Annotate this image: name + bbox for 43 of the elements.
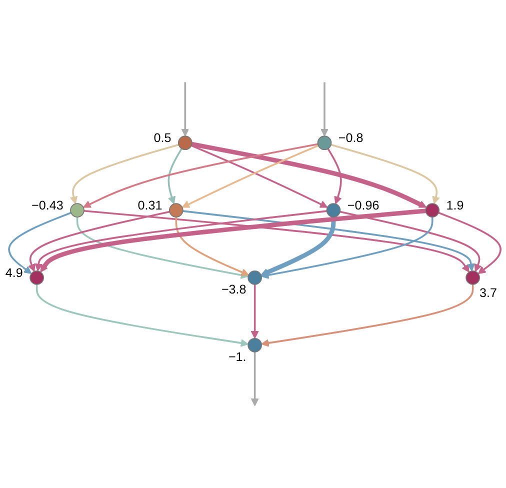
arrow <box>250 352 259 406</box>
arrow <box>168 148 182 204</box>
arrow <box>84 210 470 272</box>
arrow <box>330 144 440 204</box>
arrow <box>34 210 327 272</box>
arrow <box>40 208 426 272</box>
value-label: 0.5 <box>154 130 172 145</box>
value-label: 1.9 <box>446 198 464 212</box>
value-label: 0.31 <box>138 198 162 212</box>
neuron-circle <box>425 203 440 218</box>
value-label: −0.43 <box>32 198 64 212</box>
value-label: −0.8 <box>338 130 364 145</box>
neuron-circle <box>30 270 44 285</box>
arrow <box>76 217 249 279</box>
arrow <box>181 82 190 136</box>
arrow <box>327 148 342 204</box>
value-label: −3.8 <box>221 282 246 296</box>
arrow <box>438 212 502 274</box>
arrow <box>8 212 72 274</box>
arrow <box>182 210 475 272</box>
arrow <box>70 144 179 204</box>
arrow <box>191 142 427 208</box>
arrow <box>28 210 170 272</box>
neuron-circle <box>326 203 341 218</box>
value-label: −0.96 <box>347 198 380 212</box>
neuron-circle <box>317 136 332 150</box>
arrow <box>261 217 434 279</box>
neuron-circle <box>168 203 184 218</box>
arrow <box>175 217 249 276</box>
value-label: −1. <box>228 350 246 364</box>
neuron-circle <box>248 270 262 285</box>
value-label: 3.7 <box>480 286 498 300</box>
value-label: 4.9 <box>5 266 23 280</box>
neuron-circle <box>466 270 480 285</box>
neuron-circle <box>178 136 192 150</box>
neuron-circle <box>248 338 262 352</box>
arrow <box>320 82 328 136</box>
neuron-circle <box>70 203 84 218</box>
arrow <box>340 210 482 272</box>
arrow <box>261 284 474 347</box>
arrow <box>250 284 259 339</box>
arrow <box>83 143 318 208</box>
arrow <box>36 284 249 347</box>
